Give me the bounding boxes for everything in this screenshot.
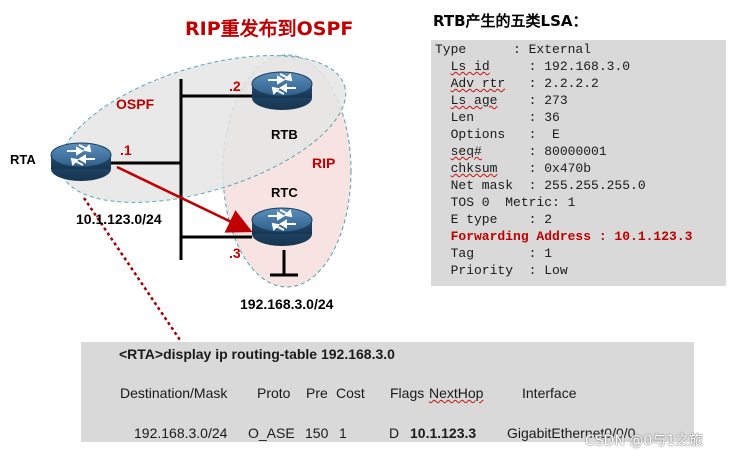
row-proto: O_ASE [248,425,295,441]
ospf-area-label: OSPF [116,96,155,112]
header-nexthop: NextHop [429,385,484,401]
lsa-ls-id-line: Ls id : 192.168.3.0 [435,58,630,75]
lsa-title: RTB产生的五类LSA： [433,12,588,30]
row-nexthop: 10.1.123.3 [410,425,477,441]
lsa-ls-age-line: Ls age : 273 [435,92,568,109]
callout-dotted-line [82,197,182,341]
routing-command: <RTA>display ip routing-table 192.168.3.… [119,346,395,362]
adv-rtr-key: Adv rtr [450,76,506,91]
ls-id-value: : 192.168.3.0 [489,59,631,74]
chksum-value: : 0x470b [497,161,592,176]
header-destination: Destination/Mask [120,385,228,401]
rip-subnet-label: 192.168.3.0/24 [240,296,334,312]
lsa-tag-line: Tag : 1 [435,246,553,261]
rtb-label: RTB [271,127,298,142]
chksum-key: chksum [450,161,498,176]
header-flags: Flags [390,385,425,401]
header-proto: Proto [257,385,291,401]
row-cost: 1 [339,425,347,441]
diagram-title: RIP重发布到OSPF [185,18,354,40]
row-flags: D [389,425,400,441]
rtb-interface-label: .2 [229,78,241,94]
lsa-len-line: Len : 36 [435,110,560,125]
header-pre: Pre [306,385,328,401]
ls-id-key: Ls id [450,59,490,74]
lsa-forwarding-address-line: Forwarding Address : 10.1.123.3 [435,229,693,244]
rtc-label: RTC [271,185,298,200]
router-icon [50,142,112,182]
routing-table-output: <RTA>display ip routing-table 192.168.3.… [81,342,694,442]
seq-key: seq# [450,144,482,159]
lsa-tos-line: TOS 0 Metric: 1 [435,195,576,210]
lsa-options-line: Options : E [435,127,560,142]
lsa-details-panel: Type : External Ls id : 192.168.3.0 Adv … [431,40,726,286]
lsa-e-type-line: E type : 2 [435,212,553,227]
lsa-adv-rtr-line: Adv rtr : 2.2.2.2 [435,75,599,92]
rta-label: RTA [10,152,36,167]
row-interface: GigabitEthernet0/0/0 [507,425,636,441]
lsa-net-mask-line: Net mask : 255.255.255.0 [435,178,646,193]
shared-subnet-label: 10.1.123.0/24 [76,211,162,227]
lsa-type-line: Type : External [435,42,592,57]
rtc-interface-label: .3 [229,245,241,261]
rip-area-label: RIP [312,155,336,171]
ls-age-key: Ls age [450,93,498,108]
row-destination: 192.168.3.0/24 [134,425,228,441]
adv-rtr-value: : 2.2.2.2 [505,76,599,91]
lsa-chksum-line: chksum : 0x470b [435,160,591,177]
rta-interface-label: .1 [120,142,132,158]
ls-age-value: : 273 [497,93,568,108]
forwarding-arrow [116,165,253,233]
seq-value: : 80000001 [481,144,607,159]
header-cost: Cost [336,385,365,401]
row-pre: 150 [305,425,329,441]
lsa-priority-line: Priority : Low [435,263,568,278]
lsa-seq-line: seq# : 80000001 [435,143,607,160]
watermark: CSDN @0与1之旅 [585,433,704,449]
header-interface: Interface [522,385,577,401]
router-icon [251,207,313,247]
router-icon [251,71,313,111]
